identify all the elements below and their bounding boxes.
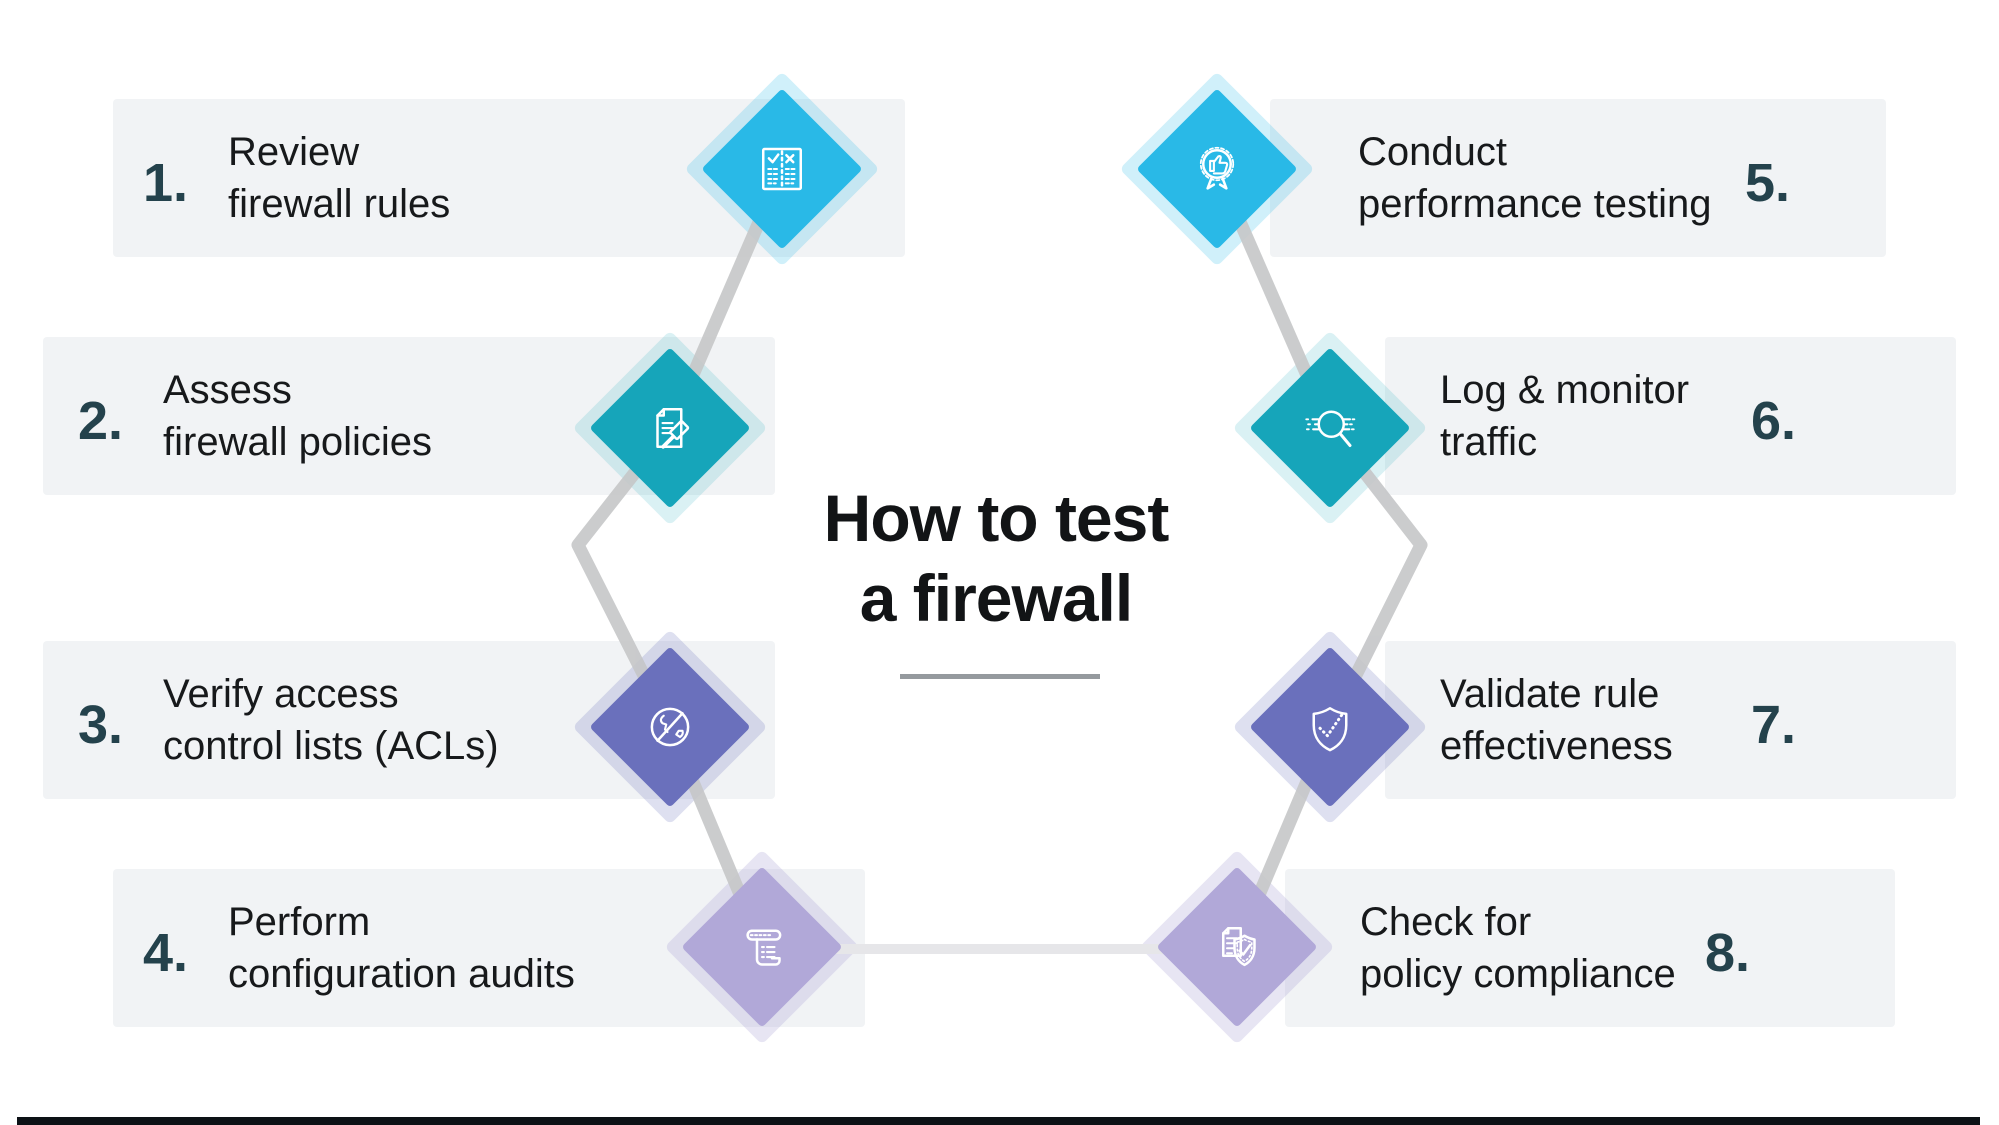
blocked-globe-icon (640, 697, 700, 757)
step-label: Review firewall rules (228, 130, 451, 226)
step-label: Conduct performance testing (1358, 130, 1712, 226)
step-row-8: Check for policy compliance 8. (1285, 869, 1895, 1027)
step-row-5: Conduct performance testing 5. (1270, 99, 1886, 257)
step-number: 2. (78, 391, 124, 451)
step-number: 3. (78, 695, 124, 755)
step-label: Perform configuration audits (228, 900, 575, 996)
policy-gavel-icon (640, 398, 700, 458)
audit-scroll-icon (732, 917, 792, 977)
award-thumbs-up-icon (1187, 139, 1247, 199)
page-title: How to test a firewall (696, 478, 1296, 638)
step-label: Verify access control lists (ACLs) (163, 672, 499, 768)
step-row-6: Log & monitor traffic 6. (1385, 337, 1956, 495)
magnifier-traffic-icon (1300, 398, 1360, 458)
step-label: Check for policy compliance (1360, 900, 1676, 996)
step-label: Validate rule effectiveness (1440, 672, 1673, 768)
step-number: 5. (1744, 153, 1790, 213)
step-number: 1. (143, 153, 189, 213)
step-number: 6. (1750, 391, 1796, 451)
document-shield-icon (1207, 917, 1267, 977)
step-number: 7. (1750, 695, 1796, 755)
title-line-2: a firewall (859, 561, 1133, 635)
footer-bar (17, 1117, 1980, 1125)
step-label: Log & monitor traffic (1440, 368, 1690, 464)
step-label: Assess firewall policies (163, 368, 432, 464)
title-divider (900, 674, 1100, 679)
step-number: 4. (143, 923, 189, 983)
step-row-7: Validate rule effectiveness 7. (1385, 641, 1956, 799)
step-number: 8. (1704, 923, 1750, 983)
title-line-1: How to test (823, 481, 1170, 555)
shield-check-icon (1300, 697, 1360, 757)
checklist-compare-icon (752, 139, 812, 199)
